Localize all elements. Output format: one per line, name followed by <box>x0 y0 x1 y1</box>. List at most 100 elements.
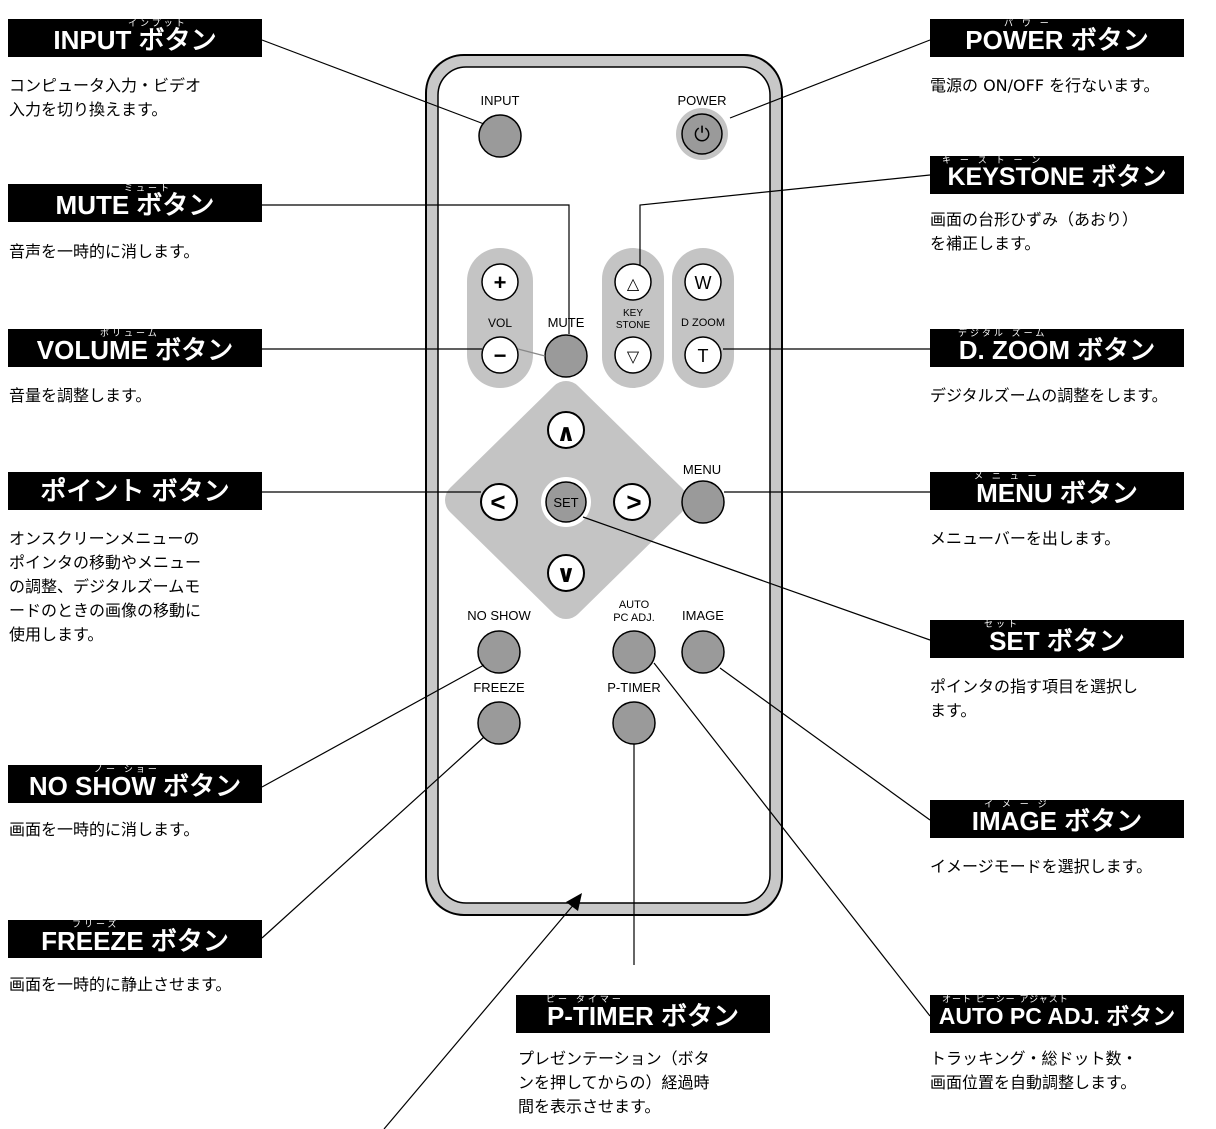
power-label-box: パ ワ ー POWER ボタン <box>930 19 1184 57</box>
noshow-button-label: NO SHOW <box>467 608 531 623</box>
autopc-label-auto: AUTO <box>619 599 650 611</box>
power-button[interactable] <box>681 113 723 155</box>
arrow-up-icon: ∧ <box>556 420 576 447</box>
keystone-ruby: キ ー ス ト ー ン <box>942 156 1044 166</box>
image-title: IMAGE ボタン <box>971 806 1143 836</box>
mute-title: MUTE ボタン <box>55 190 215 220</box>
set-title: SET ボタン <box>989 626 1125 656</box>
freeze-desc: 画面を一時的に静止させます。 <box>9 975 232 994</box>
leader-noshow <box>261 664 485 788</box>
mute-button-label: MUTE <box>548 315 585 330</box>
freeze-title: FREEZE ボタン <box>41 926 229 956</box>
autopc-title: AUTO PC ADJ. ボタン <box>938 1003 1176 1029</box>
leader-autopc <box>653 662 931 1017</box>
mute-button[interactable] <box>544 334 588 378</box>
leader-mute <box>262 204 570 334</box>
input-ruby: インプット <box>128 19 188 29</box>
menu-label-box: メ ニ ュ ー MENU ボタン <box>930 472 1184 510</box>
dzoom-label-box: デジタル ズーム D. ZOOM ボタン <box>930 329 1184 367</box>
dzoom-ruby: デジタル ズーム <box>958 329 1048 339</box>
image-ruby: イ メ ー ジ <box>984 800 1050 810</box>
input-label-box: インプット INPUT ボタン <box>8 19 262 57</box>
power-desc: 電源の ON/OFF を行ないます。 <box>930 76 1160 95</box>
set-label-box: セット SET ボタン <box>930 620 1184 658</box>
leader-lines <box>261 39 931 1129</box>
leader-volume-connector <box>517 348 546 357</box>
dzoom-desc: デジタルズームの調整をします。 <box>930 386 1168 405</box>
noshow-label-box: ノー ショー NO SHOW ボタン <box>8 765 262 803</box>
autopc-button[interactable] <box>612 630 656 674</box>
volume-down-icon: − <box>494 343 507 368</box>
noshow-ruby: ノー ショー <box>94 765 160 775</box>
keystone-up-icon: △ <box>627 276 640 293</box>
noshow-button[interactable] <box>477 630 521 674</box>
volume-up-icon: + <box>494 270 507 295</box>
leader-arrow-bottom <box>383 902 576 1129</box>
autopc-ruby: オート ピーシー アジャスト <box>942 995 1069 1005</box>
autopc-label-pcadj: PC ADJ. <box>613 612 655 624</box>
arrow-up-button[interactable] <box>547 411 585 449</box>
keystone-label-stone: STONE <box>616 320 651 331</box>
freeze-ruby: フリーズ <box>72 920 120 930</box>
keystone-desc: 画面の台形ひずみ（あおり） を補正します。 <box>930 210 1139 253</box>
volume-title: VOLUME ボタン <box>36 335 234 365</box>
power-icon: ⏻ <box>694 124 710 146</box>
autopc-desc: トラッキング・総ドット数・ 画面位置を自動調整します。 <box>930 1049 1138 1092</box>
menu-title: MENU ボタン <box>976 478 1138 508</box>
keystone-label-box: キ ー ス ト ー ン KEYSTONE ボタン <box>930 156 1184 194</box>
point-title: ポイント ボタン <box>40 476 230 506</box>
menu-desc: メニューバーを出します。 <box>930 529 1121 548</box>
noshow-title: NO SHOW ボタン <box>28 771 242 801</box>
noshow-desc: 画面を一時的に消します。 <box>9 820 200 839</box>
volume-up-button[interactable] <box>481 263 519 301</box>
keystone-down-button[interactable] <box>614 336 652 374</box>
zoom-wide-icon: W <box>695 273 712 293</box>
autopc-label-box: オート ピーシー アジャスト AUTO PC ADJ. ボタン <box>930 995 1184 1033</box>
leader-freeze <box>261 736 485 939</box>
arrow-right-button[interactable] <box>613 483 651 521</box>
menu-button-label: MENU <box>683 462 721 477</box>
dzoom-label: D ZOOM <box>681 317 725 329</box>
image-label-box: イ メ ー ジ IMAGE ボタン <box>930 800 1184 838</box>
set-button[interactable] <box>545 481 587 523</box>
arrow-head-icon <box>566 893 582 911</box>
keystone-title: KEYSTONE ボタン <box>947 163 1167 191</box>
ptimer-button[interactable] <box>612 701 656 745</box>
leader-power <box>729 39 931 119</box>
volume-desc: 音量を調整します。 <box>9 386 152 405</box>
zoom-tele-button[interactable] <box>684 336 722 374</box>
zoom-wide-button[interactable] <box>684 263 722 301</box>
power-button-label: POWER <box>677 93 726 108</box>
point-desc: オンスクリーンメニューの ポインタの移動やメニュー の調整、デジタルズームモ ー… <box>9 529 202 644</box>
volume-label-box: ボリューム VOLUME ボタン <box>8 329 262 367</box>
keystone-label-key: KEY <box>623 308 643 319</box>
volume-down-button[interactable] <box>481 336 519 374</box>
ptimer-button-label: P-TIMER <box>607 680 660 695</box>
ptimer-ruby: ピー タイマー <box>546 995 624 1005</box>
freeze-button-label: FREEZE <box>473 680 525 695</box>
arrow-down-button[interactable] <box>547 554 585 592</box>
mute-label-box: ミュート MUTE ボタン <box>8 184 262 222</box>
menu-ruby: メ ニ ュ ー <box>974 472 1040 482</box>
leader-set <box>582 516 931 641</box>
arrow-left-button[interactable] <box>480 483 518 521</box>
ptimer-label-box: ピー タイマー P-TIMER ボタン <box>516 995 770 1033</box>
leader-input <box>261 39 485 125</box>
leader-keystone <box>639 174 931 265</box>
freeze-label-box: フリーズ FREEZE ボタン <box>8 920 262 958</box>
mute-desc: 音声を一時的に消します。 <box>9 242 200 261</box>
arrow-down-icon: ∨ <box>556 561 576 588</box>
keystone-up-button[interactable] <box>614 263 652 301</box>
arrow-left-icon: < <box>490 487 505 517</box>
power-title: POWER ボタン <box>965 25 1149 55</box>
image-button[interactable] <box>681 630 725 674</box>
mute-ruby: ミュート <box>124 184 173 194</box>
input-button-label: INPUT <box>481 93 520 108</box>
freeze-button[interactable] <box>477 701 521 745</box>
input-button[interactable] <box>478 114 522 158</box>
menu-button[interactable] <box>681 480 725 524</box>
set-button-label: SET <box>553 495 578 510</box>
point-label-box: ポイント ボタン <box>8 472 262 510</box>
